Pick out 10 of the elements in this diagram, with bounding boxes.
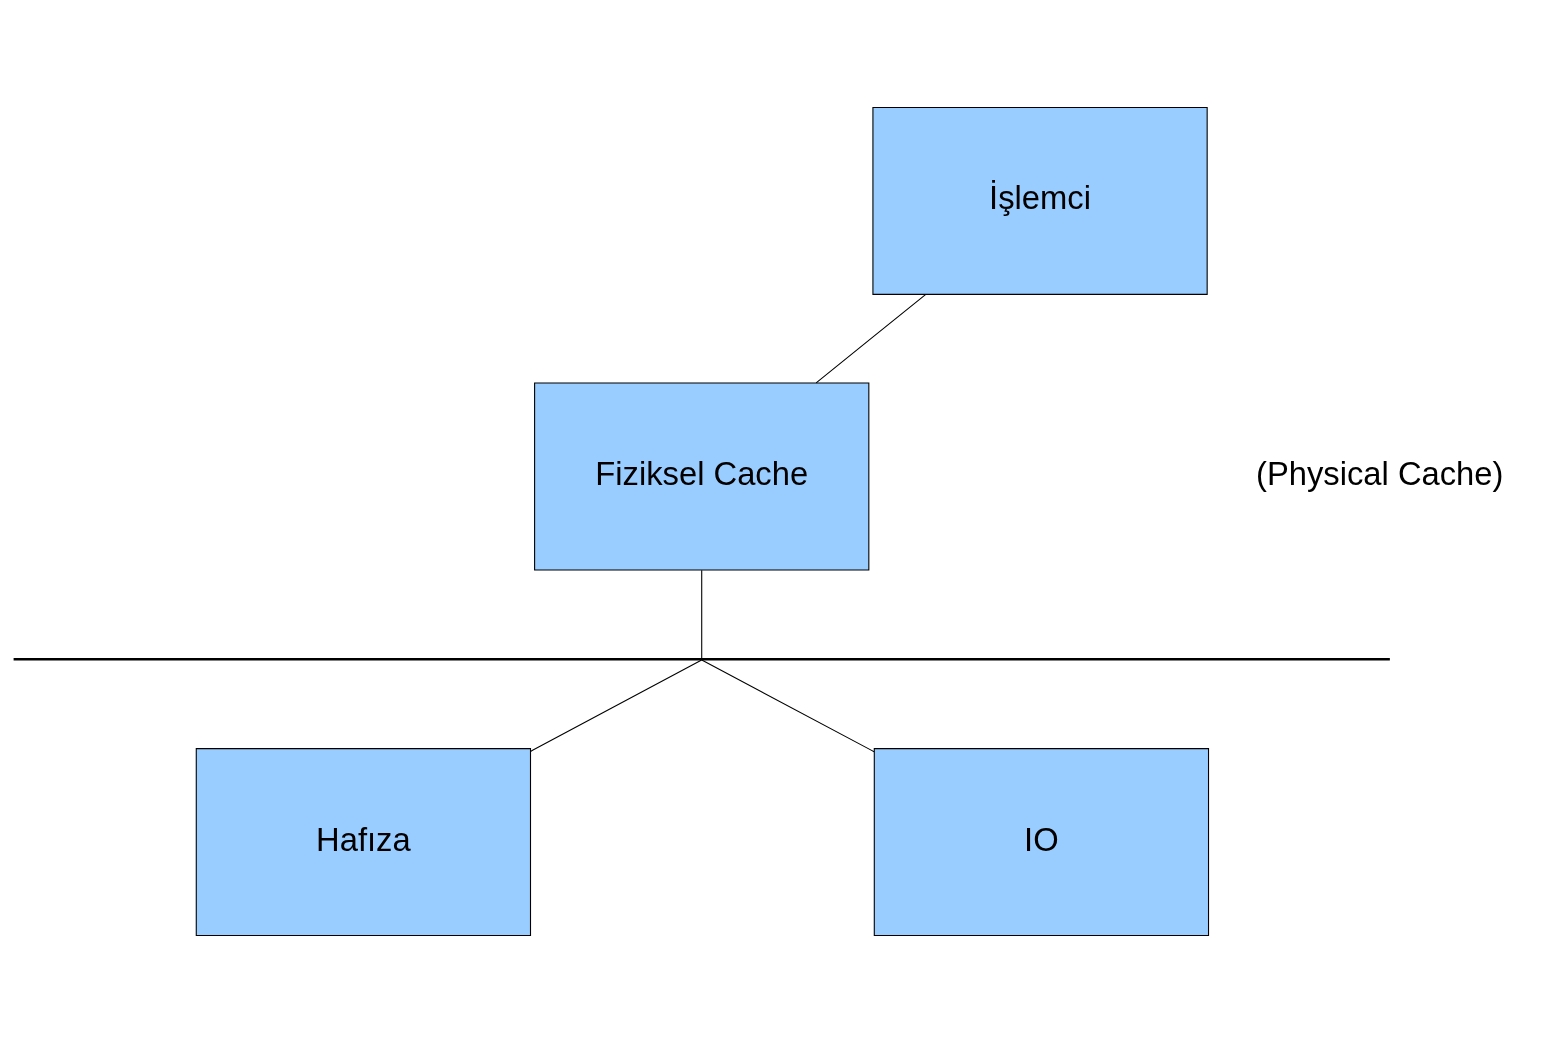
connector bbox=[701, 569, 703, 660]
node-bar bbox=[13, 658, 1390, 661]
node-box: İşlemci bbox=[872, 106, 1208, 295]
connector bbox=[530, 659, 703, 752]
node-box: IO bbox=[873, 748, 1210, 937]
label: (Physical Cache) bbox=[1256, 454, 1504, 492]
connector bbox=[815, 294, 927, 384]
connector bbox=[701, 659, 875, 753]
node-box: Hafıza bbox=[195, 748, 532, 937]
node-box: Fiziksel Cache bbox=[534, 382, 870, 571]
